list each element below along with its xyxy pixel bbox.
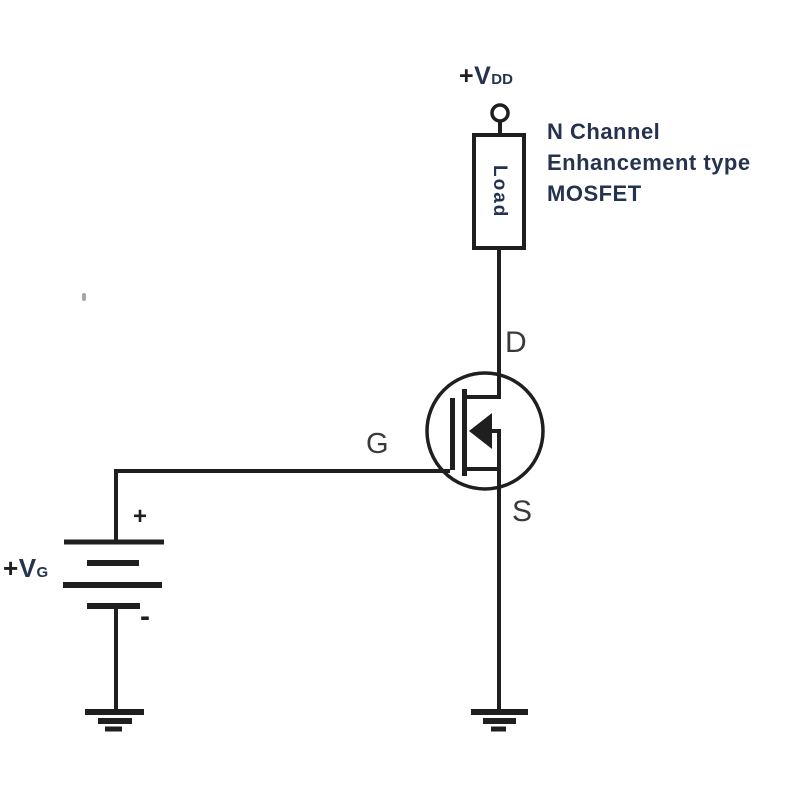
load-resistor: Load — [472, 133, 526, 250]
vdd-terminal-circle — [490, 103, 510, 123]
vdd-label: +VDD — [459, 62, 513, 91]
vdd-subscript: DD — [491, 71, 513, 88]
description-line-3: MOSFET — [547, 181, 642, 206]
description-line-1: N Channel — [547, 119, 661, 144]
description-line-2: Enhancement type — [547, 150, 751, 175]
battery-plus-sign: + — [133, 503, 148, 530]
vg-subscript: G — [36, 564, 49, 581]
mosfet-circle — [425, 371, 545, 491]
mosfet-body-arrow — [469, 413, 492, 449]
mosfet-description: N Channel Enhancement type MOSFET — [547, 116, 751, 209]
load-label: Load — [489, 164, 510, 219]
source-label: S — [512, 495, 533, 528]
gate-label: G — [366, 428, 389, 460]
vdd-plus-sign: + — [459, 62, 475, 90]
drain-label: D — [505, 326, 527, 359]
battery-minus-sign: - — [140, 600, 150, 633]
vg-label: +VG — [3, 553, 48, 584]
vg-v: V — [18, 553, 37, 583]
vg-plus-sign: + — [3, 553, 19, 583]
stray-mark — [82, 293, 86, 301]
vdd-v: V — [474, 62, 492, 90]
